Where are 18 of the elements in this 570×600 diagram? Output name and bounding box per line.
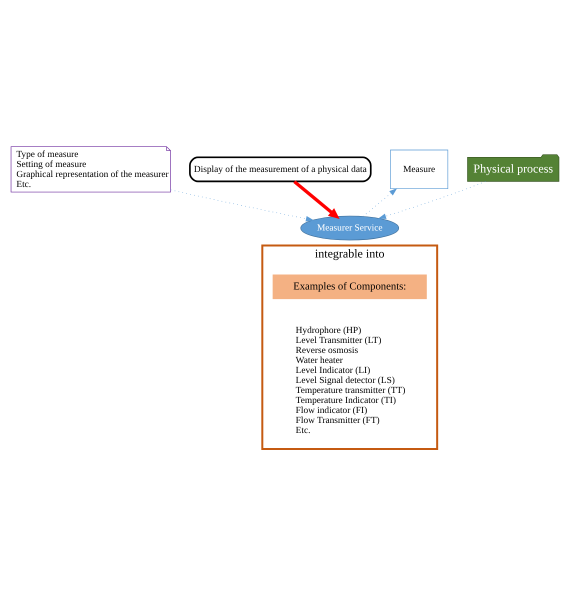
arrow bbox=[170, 189, 314, 221]
label: Flow indicator (FI) bbox=[296, 406, 368, 416]
node-box: Examples of Components: bbox=[272, 274, 427, 299]
label: Level Transmitter (LT) bbox=[296, 336, 382, 346]
label: Flow Transmitter (FT) bbox=[296, 416, 380, 426]
arrow bbox=[378, 180, 486, 218]
label: Etc. bbox=[296, 426, 310, 436]
arrow bbox=[293, 180, 340, 219]
label: Water heater bbox=[296, 356, 343, 366]
label: Temperature Indicator (TI) bbox=[296, 396, 396, 406]
node-box: Display of the measurement of a physical data bbox=[189, 156, 372, 182]
node-box: Measure bbox=[390, 149, 448, 189]
label: Hydrophore (HP) bbox=[296, 326, 362, 336]
label: Reverse osmosis bbox=[296, 346, 358, 356]
label: Level Indicator (LI) bbox=[296, 366, 370, 376]
label: Temperature transmitter (TT) bbox=[296, 386, 406, 396]
arrow bbox=[362, 188, 398, 216]
label: Level Signal detector (LS) bbox=[296, 376, 395, 386]
